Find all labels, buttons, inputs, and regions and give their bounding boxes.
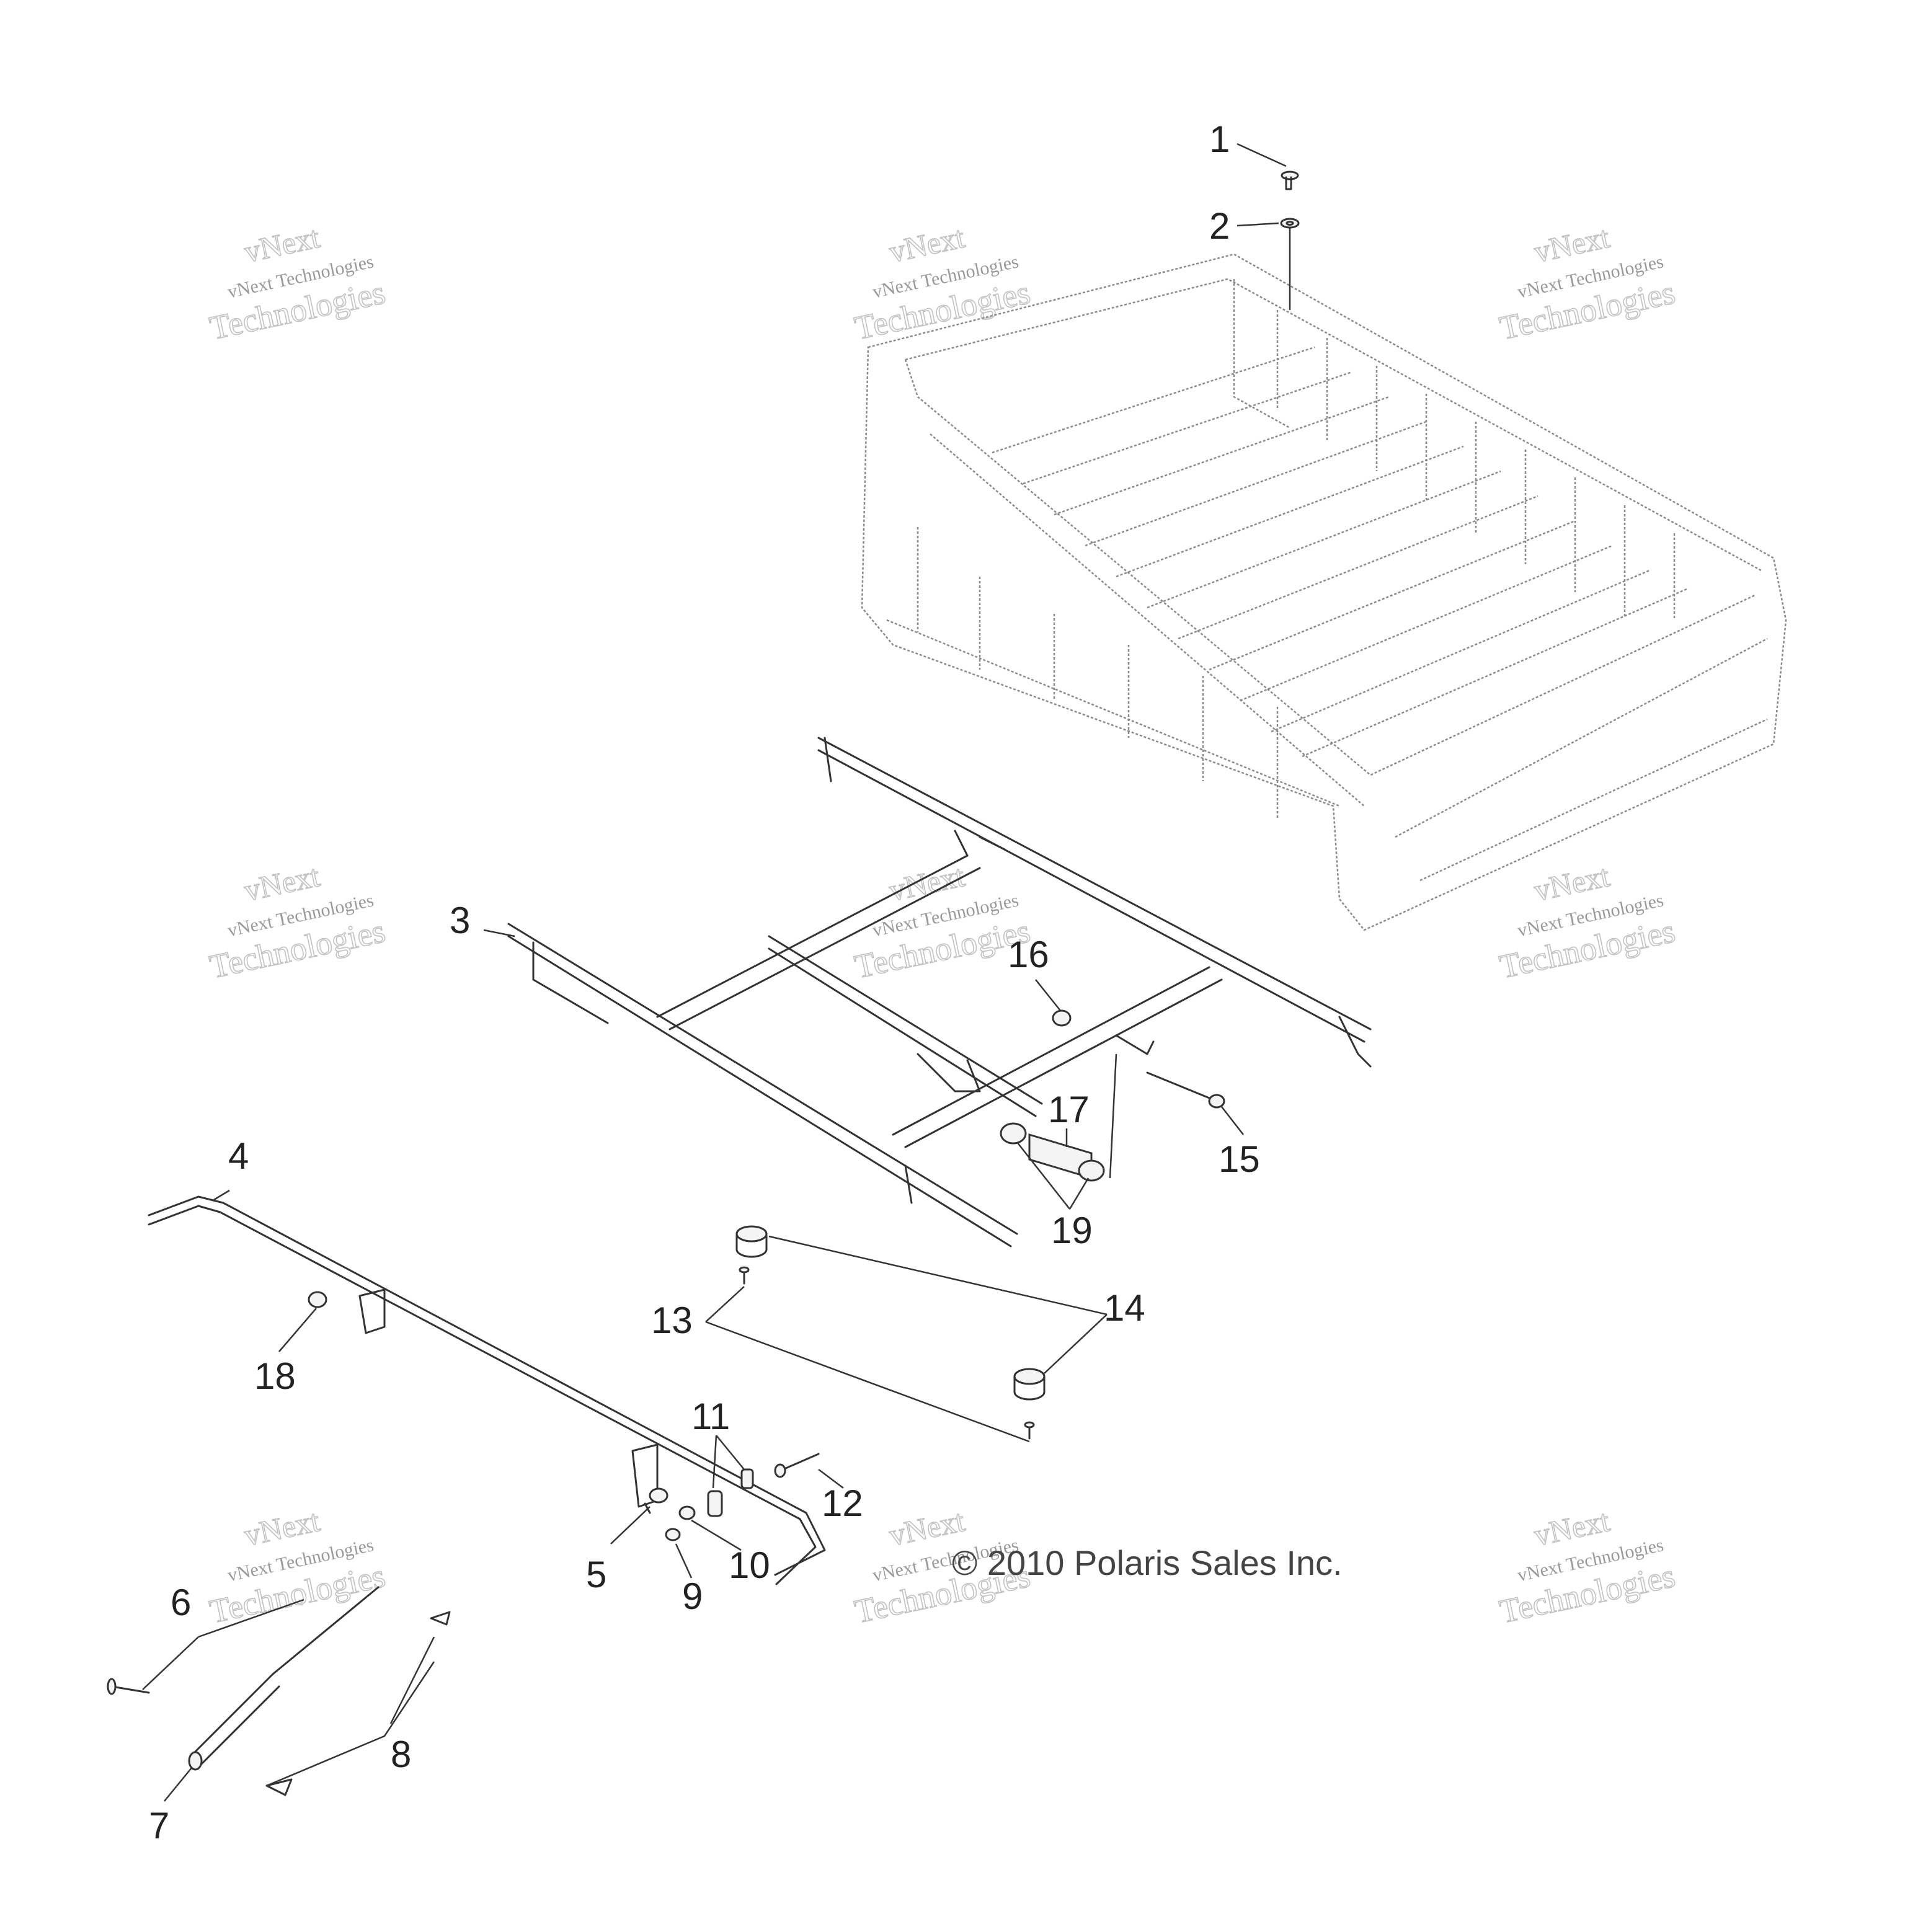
svg-text:vNext: vNext	[241, 1503, 322, 1553]
callout-11: 11	[691, 1396, 730, 1437]
subframe-part-3	[507, 737, 1372, 1247]
copyright-notice: © 2010 Polaris Sales Inc.	[952, 1543, 1343, 1582]
watermark-top-right: vNext vNext Technologies Technologies	[1496, 219, 1679, 347]
svg-text:vNext: vNext	[1531, 858, 1612, 908]
cargo-box-posts	[917, 527, 1279, 818]
bushing-part-10	[678, 1505, 696, 1520]
cargo-box-ribs	[992, 346, 1687, 758]
leader-lines	[142, 143, 1287, 1802]
spring-part-18	[308, 1291, 327, 1308]
callout-13: 13	[651, 1300, 693, 1341]
watermark-mid-left: vNext vNext Technologies Technologies	[206, 857, 389, 986]
callout-12: 12	[822, 1482, 863, 1524]
watermark-top-center: vNext vNext Technologies Technologies	[851, 219, 1034, 347]
callout-9: 9	[682, 1575, 703, 1617]
cargo-box	[861, 253, 1787, 931]
gas-strut-part-7	[188, 1586, 380, 1771]
bolt-part-1	[1281, 171, 1299, 190]
callout-18: 18	[254, 1355, 296, 1397]
callout-10: 10	[729, 1544, 770, 1586]
callout-2: 2	[1209, 205, 1230, 247]
callout-labels: 1 2 3 4 5 6 7 8 9 10 11 12 13 14 15 16 1…	[149, 118, 1260, 1846]
watermark-bottom-left: vNext vNext Technologies Technologies	[206, 1502, 389, 1631]
callout-16: 16	[1008, 934, 1049, 975]
callout-19: 19	[1051, 1210, 1093, 1251]
callout-8: 8	[391, 1734, 411, 1775]
nut-part-16	[1052, 1009, 1072, 1027]
screw-part-13	[739, 1266, 1035, 1440]
svg-text:vNext: vNext	[886, 219, 967, 269]
cargo-box-wall-ribs	[1276, 310, 1676, 620]
watermark-top-left: vNext vNext Technologies Technologies	[206, 219, 389, 347]
svg-text:vNext: vNext	[1531, 1503, 1612, 1553]
nut-part-9	[665, 1528, 681, 1541]
svg-text:vNext: vNext	[241, 858, 322, 908]
callout-15: 15	[1219, 1138, 1260, 1180]
callout-4: 4	[228, 1135, 249, 1177]
callout-1: 1	[1209, 118, 1230, 160]
callout-6: 6	[171, 1582, 191, 1623]
bolt-part-12	[774, 1453, 820, 1478]
washer-part-2	[1280, 218, 1300, 229]
watermark-mid-right: vNext vNext Technologies Technologies	[1496, 857, 1679, 986]
svg-text:vNext: vNext	[241, 219, 322, 269]
callout-7: 7	[149, 1805, 169, 1846]
callout-5: 5	[586, 1554, 606, 1595]
pin-part-6	[107, 1678, 150, 1695]
bracket-part-8	[265, 1611, 451, 1796]
bushing-part-19	[1000, 1122, 1105, 1182]
callout-14: 14	[1104, 1287, 1145, 1329]
callout-17: 17	[1048, 1089, 1090, 1130]
svg-text:vNext: vNext	[1531, 219, 1612, 269]
bolt-part-15	[1146, 1071, 1225, 1109]
watermark-mid-center: vNext vNext Technologies Technologies	[851, 857, 1034, 986]
pad-part-14	[735, 1225, 1046, 1401]
bracket-part-11	[707, 1468, 754, 1517]
callout-3: 3	[450, 900, 470, 941]
watermark-bottom-right: vNext vNext Technologies Technologies	[1496, 1502, 1679, 1631]
clip-part-5	[644, 1487, 668, 1514]
svg-text:vNext: vNext	[886, 858, 967, 908]
